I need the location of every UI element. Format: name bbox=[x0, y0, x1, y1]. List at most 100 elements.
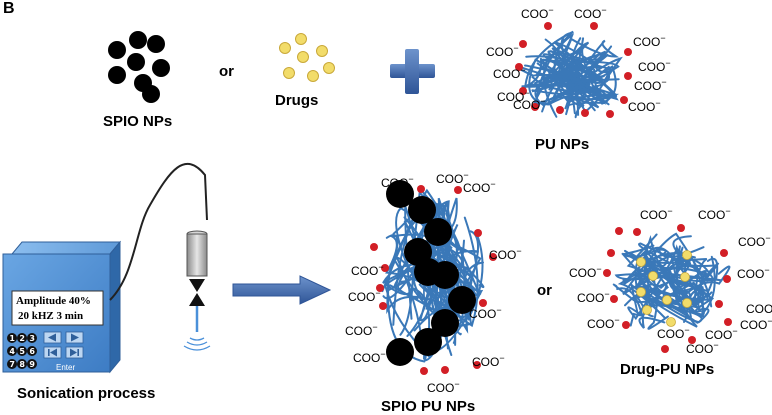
carboxylate-label: COO− bbox=[628, 98, 661, 114]
left-arrow-icon bbox=[48, 333, 56, 342]
spio-nps-label: SPIO NPs bbox=[103, 113, 173, 130]
carboxylate-charge: − bbox=[548, 5, 553, 15]
carboxylate-charge: − bbox=[661, 77, 666, 87]
sonicator-probe bbox=[183, 230, 211, 351]
carboxyl-dot bbox=[661, 345, 669, 353]
carboxylate-charge: − bbox=[767, 316, 772, 326]
carboxyl-dot bbox=[624, 48, 632, 56]
pu-nps-label: PU NPs bbox=[535, 136, 590, 153]
carboxyl-dot bbox=[688, 336, 696, 344]
carboxyl-dot bbox=[519, 87, 527, 95]
carboxylate-label: COO− bbox=[513, 96, 546, 112]
carboxylate-charge: − bbox=[380, 349, 385, 359]
carboxyl-dot bbox=[474, 229, 482, 237]
polymer-strand bbox=[629, 282, 702, 327]
panel-letter: B bbox=[3, 0, 15, 17]
keypad-key bbox=[27, 333, 37, 343]
skip-forward-icon bbox=[70, 348, 77, 357]
carboxylate-charge: − bbox=[660, 33, 665, 43]
carboxyl-dot bbox=[720, 249, 728, 257]
carboxylate-charge: − bbox=[378, 262, 383, 272]
carboxyl-dot bbox=[606, 110, 614, 118]
carboxyl-dot bbox=[454, 186, 462, 194]
keypad-key-label: 5 bbox=[19, 347, 25, 356]
drug-particle bbox=[666, 317, 676, 327]
carboxylate-label: COO− bbox=[569, 264, 602, 280]
carboxylate-label: COO− bbox=[463, 179, 496, 195]
polymer-strand bbox=[622, 251, 708, 288]
carboxylate-charge: − bbox=[372, 322, 377, 332]
carboxylate-label: COO− bbox=[737, 265, 770, 281]
carboxylate-charge: − bbox=[725, 206, 730, 216]
carboxyl-dot bbox=[610, 295, 618, 303]
carboxylate-label: COO− bbox=[740, 316, 772, 332]
carboxyl-dot bbox=[556, 106, 564, 114]
carboxylate-charge: − bbox=[490, 179, 495, 189]
carboxyl-dot bbox=[615, 227, 623, 235]
carboxylate-charge: − bbox=[496, 305, 501, 315]
carboxylate-label: COO− bbox=[640, 206, 673, 222]
carboxylate-label: COO− bbox=[472, 353, 505, 369]
carboxylate-charge: − bbox=[665, 58, 670, 68]
spio-particle bbox=[386, 180, 414, 208]
keypad-key-label: 3 bbox=[29, 334, 35, 343]
carboxylate-charge: − bbox=[499, 353, 504, 363]
carboxylate-label: COO− bbox=[686, 340, 719, 356]
carboxylate-label: COO− bbox=[577, 289, 610, 305]
keypad-key-label: 7 bbox=[9, 360, 15, 369]
carboxyl-dot bbox=[622, 321, 630, 329]
carboxylate-label: COO− bbox=[587, 315, 620, 331]
carboxylate-charge: − bbox=[764, 265, 769, 275]
carboxylate-label: COO− bbox=[738, 233, 771, 249]
sonicator-display-line1: Amplitude 40% bbox=[16, 295, 91, 307]
carboxylate-charge: − bbox=[463, 170, 468, 180]
drugs-label: Drugs bbox=[275, 92, 319, 109]
drugs-cluster bbox=[279, 33, 335, 82]
polymer-strand bbox=[531, 60, 620, 93]
carboxyl-dot bbox=[715, 300, 723, 308]
polymer-strand bbox=[666, 257, 720, 310]
carboxylate-charge: − bbox=[375, 288, 380, 298]
carboxylate-label: COO− bbox=[497, 88, 530, 104]
polymer-strand bbox=[635, 272, 710, 324]
polymer-strand bbox=[634, 246, 706, 316]
drug-particle bbox=[636, 287, 646, 297]
polymer-strand bbox=[547, 32, 583, 115]
carboxyl-dot bbox=[624, 72, 632, 80]
enter-key-label: Enter bbox=[56, 363, 75, 372]
carboxylate-charge: − bbox=[732, 326, 737, 336]
carboxyl-dot bbox=[603, 269, 611, 277]
carboxylate-label: COO− bbox=[353, 349, 386, 365]
drug-particle bbox=[662, 295, 672, 305]
sonication-process-label: Sonication process bbox=[17, 385, 156, 402]
keypad-key bbox=[27, 359, 37, 369]
keypad-key-label: 4 bbox=[9, 347, 15, 356]
carboxylate-charge: − bbox=[667, 206, 672, 216]
polymer-strand bbox=[524, 30, 591, 107]
carboxylate-label: COO− bbox=[657, 325, 690, 341]
carboxylate-charge: − bbox=[516, 246, 521, 256]
carboxylate-charge: − bbox=[408, 174, 413, 184]
carboxyl-dot bbox=[489, 253, 497, 261]
carboxyl-dot bbox=[420, 367, 428, 375]
keypad-key-label: 8 bbox=[19, 360, 25, 369]
carboxyl-dot bbox=[473, 361, 481, 369]
carboxylate-charge: − bbox=[596, 264, 601, 274]
spio-particle bbox=[431, 261, 459, 289]
carboxylate-charge: − bbox=[513, 43, 518, 53]
carboxyl-dot bbox=[519, 40, 527, 48]
or-label-top: or bbox=[219, 63, 234, 80]
carboxylate-label: COO− bbox=[351, 262, 384, 278]
carboxyl-dot bbox=[677, 224, 685, 232]
carboxylate-label: COO− bbox=[698, 206, 731, 222]
carboxyl-dot bbox=[479, 299, 487, 307]
sonicator-display-line2: 20 kHZ 3 min bbox=[18, 310, 83, 322]
spio-particle bbox=[408, 196, 436, 224]
carboxylate-charge: − bbox=[713, 340, 718, 350]
keypad-key bbox=[17, 333, 27, 343]
spio-pu-np-diagram: COO−COO−COO−COO−COO−COO−COO−COO−COO−COO−… bbox=[345, 170, 522, 395]
polymer-strand bbox=[548, 37, 602, 114]
keypad-key bbox=[27, 346, 37, 356]
spio-pu-nps-label: SPIO PU NPs bbox=[381, 398, 476, 415]
carboxylate-charge: − bbox=[601, 5, 606, 15]
